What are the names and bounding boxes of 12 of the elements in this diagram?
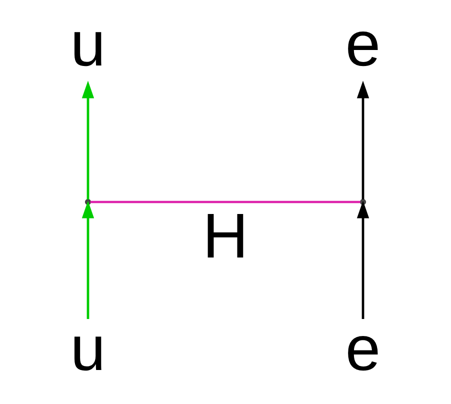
- arrow: [356, 200, 370, 319]
- node-text: u: [70, 314, 106, 384]
- node-point: [84, 198, 92, 206]
- node-point: [360, 198, 366, 206]
- node-text: e: [345, 314, 381, 384]
- arrow: [82, 80, 94, 200]
- arrow: [356, 80, 370, 200]
- arrow: [82, 200, 94, 319]
- edge-label: H: [202, 201, 248, 272]
- connector: [90, 200, 360, 204]
- node-text: e: [345, 9, 381, 80]
- node-text: u: [70, 9, 106, 80]
